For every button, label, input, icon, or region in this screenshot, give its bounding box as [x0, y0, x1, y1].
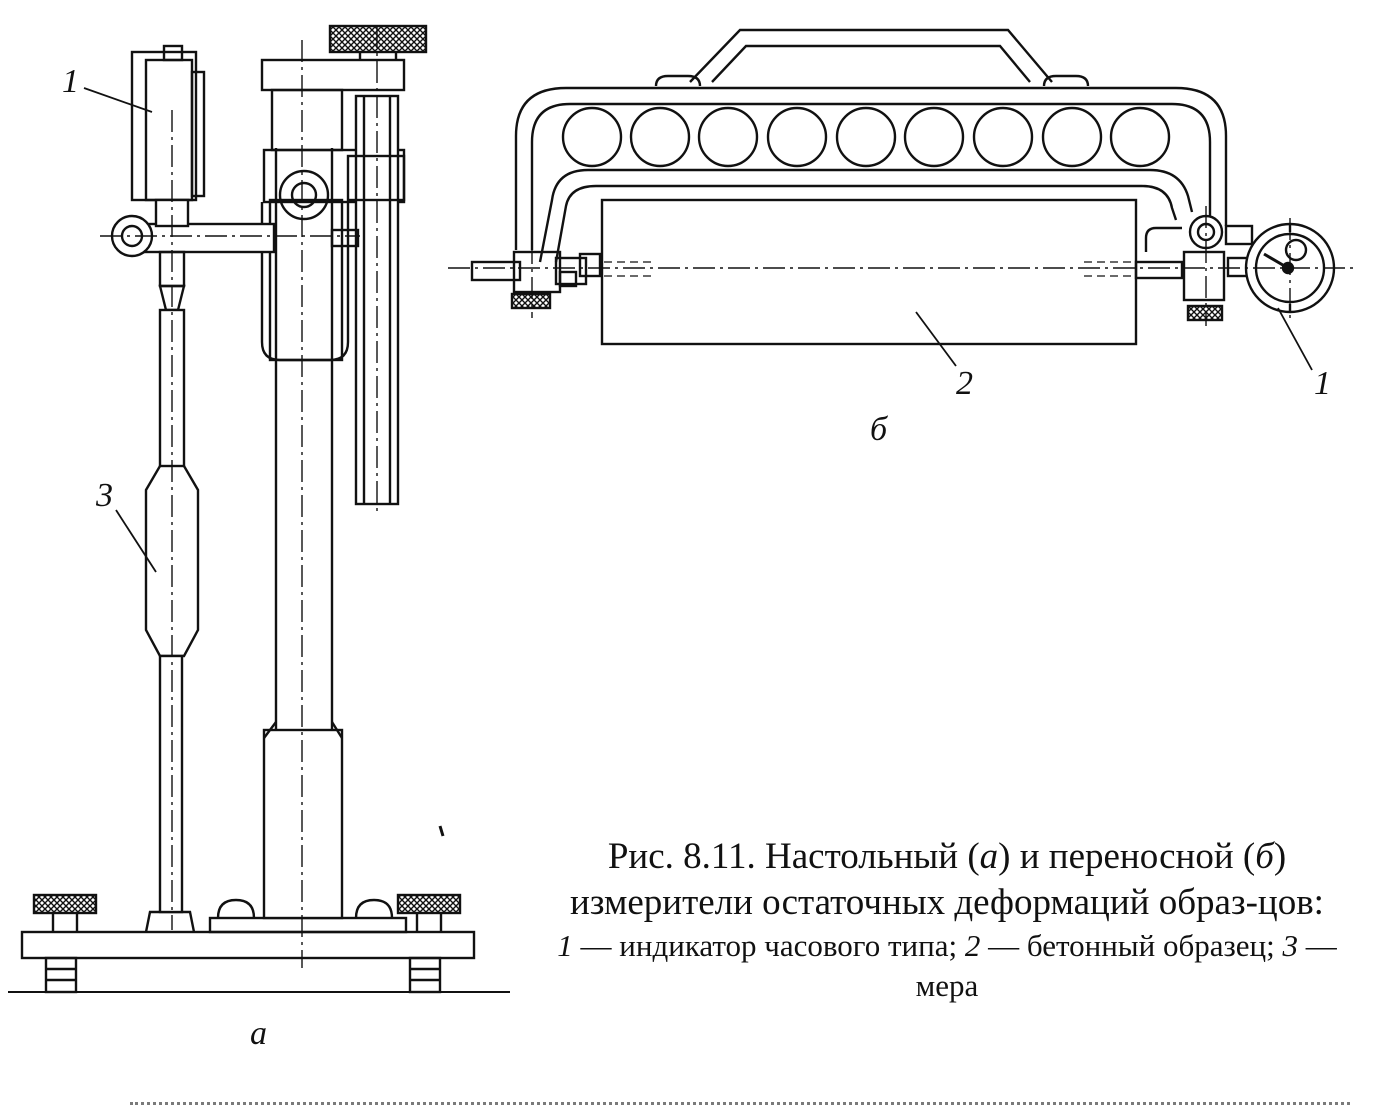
caption-legend: 1 — индикатор часового типа; 2 — бетонны…	[557, 928, 1337, 1003]
label-indicator-b: 1	[1314, 365, 1331, 402]
bench-leaders	[83, 87, 157, 573]
portable-meter-drawing	[470, 28, 1336, 346]
label-letter-a: а	[250, 1015, 267, 1052]
portable-centerlines	[448, 206, 1356, 326]
figure-caption: Рис. 8.11. Настольный (а) и переносной (…	[548, 834, 1346, 1006]
caption-title: Рис. 8.11. Настольный (а) и переносной (…	[570, 836, 1324, 923]
label-specimen-b: 2	[956, 365, 973, 402]
portable-leaders	[915, 307, 1313, 371]
specimen-bore-lines	[604, 261, 1134, 277]
label-indicator-a: 1	[62, 63, 79, 100]
print-speck	[438, 825, 445, 837]
bench-meter-drawing	[8, 24, 510, 994]
label-measure-a: 3	[95, 477, 113, 514]
cut-off-text-line	[130, 1092, 1350, 1119]
label-letter-b: б	[870, 411, 889, 448]
bench-centerlines	[100, 26, 378, 968]
